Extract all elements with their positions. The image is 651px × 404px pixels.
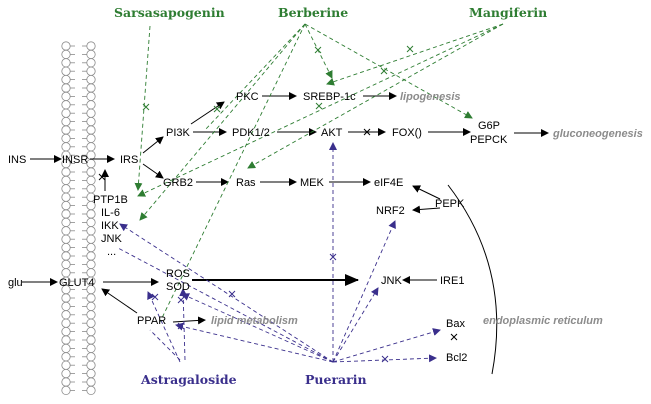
inhibition-marks: [98, 45, 458, 363]
node-pkc: PKC: [236, 91, 259, 103]
node-nrf2: NRF2: [376, 205, 405, 217]
node-g6p: G6P: [478, 120, 500, 132]
node-ppar: PPAR: [137, 315, 166, 327]
er-membrane: [447, 184, 498, 375]
node-irs: IRS: [120, 154, 138, 166]
node-ellipsis: ...: [107, 246, 116, 258]
node-eif4e: eIF4E: [374, 177, 403, 189]
herb-berberine: Berberine: [278, 5, 348, 20]
process-gluconeogenesis: gluconeogenesis: [552, 128, 643, 140]
node-mek: MEK: [300, 177, 325, 189]
node-grb2: GRB2: [163, 177, 193, 189]
node-ire1: IRE1: [440, 275, 464, 287]
node-akt: AKT: [321, 127, 343, 139]
node-insr: INSR: [62, 154, 88, 166]
signal-arrows: [22, 92, 549, 325]
herb-blue-arrows: [117, 142, 441, 363]
node-ptp1b: PTP1B: [93, 194, 128, 206]
node-jnk: JNK: [381, 275, 402, 287]
node-pdk: PDK1/2: [232, 127, 270, 139]
node-ikk: IKK: [101, 220, 119, 232]
herb-mangiferin: Mangiferin: [469, 5, 547, 20]
node-fox: FOX(): [392, 127, 422, 139]
herb-astragaloside: Astragaloside: [140, 372, 237, 387]
node-bax: Bax: [446, 318, 465, 330]
node-ins: INS: [8, 154, 26, 166]
node-pi3k: PI3K: [166, 127, 191, 139]
node-pepk: PEPK: [435, 198, 465, 210]
node-glut4: GLUT4: [59, 277, 94, 289]
process-lipid-metabolism: lipid metabolism: [211, 315, 298, 327]
herb-puerarin: Puerarin: [305, 372, 367, 387]
herb-sarsasapogenin: Sarsasapogenin: [114, 5, 225, 20]
node-bcl2: Bcl2: [446, 352, 467, 364]
cell-membrane: [61, 41, 96, 395]
node-glu: glu: [8, 277, 23, 289]
node-pepck: PEPCK: [470, 134, 508, 146]
process-lipogenesis: lipogenesis: [400, 91, 461, 103]
process-endoplasmic-reticulum: endoplasmic reticulum: [483, 315, 603, 327]
node-sod: SOD: [166, 281, 190, 293]
node-il6: IL-6: [101, 207, 120, 219]
node-ras: Ras: [236, 177, 256, 189]
herb-green-arrows: [134, 23, 504, 323]
node-ros: ROS: [166, 268, 190, 280]
node-jnk-left: JNK: [101, 233, 122, 245]
node-srebp: SREBP-1c: [303, 91, 356, 103]
